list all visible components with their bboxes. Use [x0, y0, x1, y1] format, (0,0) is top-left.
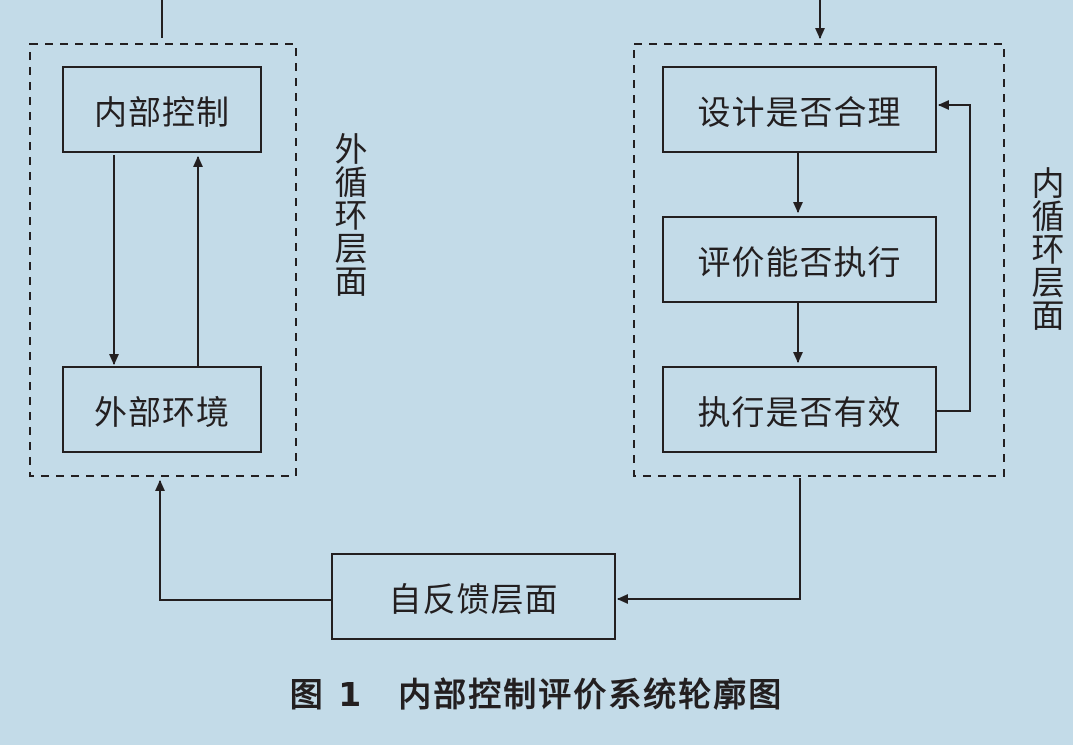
internal-control-box: 内部控制 — [62, 66, 262, 153]
arrow-feedback-to-outer — [155, 480, 331, 601]
outer-loop-group-border — [29, 43, 297, 477]
inner-loop-label: 内循环层面 — [1026, 166, 1065, 331]
inner-loop-group-border — [633, 43, 1005, 477]
outer-loop-label: 外循环层面 — [329, 132, 368, 297]
figure-caption: 图 1 内部控制评价系统轮廓图 — [289, 675, 784, 714]
execution-effective-box: 执行是否有效 — [662, 366, 937, 453]
self-feedback-box: 自反馈层面 — [331, 553, 616, 640]
design-reasonable-box: 设计是否合理 — [662, 66, 937, 153]
evaluate-executable-box: 评价能否执行 — [662, 216, 937, 303]
arrow-inner-to-feedback — [617, 478, 801, 604]
external-environment-box: 外部环境 — [62, 366, 262, 453]
arrow-execute-back-to-design — [936, 100, 971, 412]
